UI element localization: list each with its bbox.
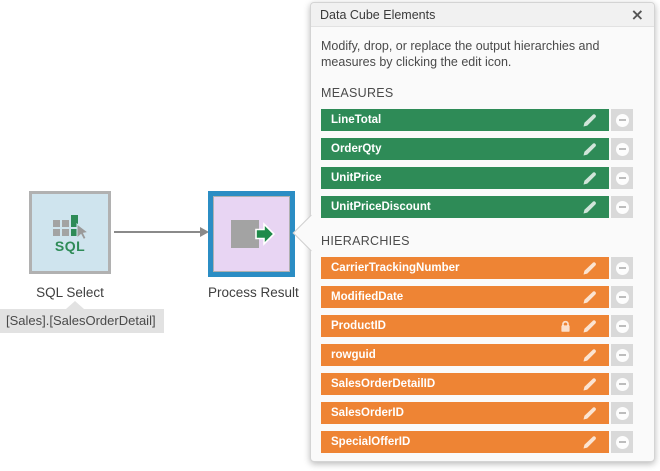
remove-button[interactable] bbox=[611, 286, 633, 308]
element-label: UnitPrice bbox=[331, 172, 382, 184]
sql-node-tooltip: [Sales].[SalesOrderDetail] bbox=[0, 301, 164, 333]
element-label: SalesOrderDetailID bbox=[331, 378, 436, 390]
measures-section-header: MEASURES bbox=[321, 86, 394, 100]
element-bar[interactable]: LineTotal bbox=[321, 109, 609, 131]
element-label: UnitPriceDiscount bbox=[331, 201, 431, 213]
minus-icon bbox=[615, 261, 629, 275]
remove-button[interactable] bbox=[611, 373, 633, 395]
element-bar[interactable]: SalesOrderID bbox=[321, 402, 609, 424]
remove-button[interactable] bbox=[611, 431, 633, 453]
minus-icon bbox=[615, 348, 629, 362]
edit-icon[interactable] bbox=[582, 377, 597, 392]
minus-icon bbox=[615, 142, 629, 156]
data-cube-elements-panel: Data Cube Elements × Modify, drop, or re… bbox=[292, 2, 655, 462]
element-label: SalesOrderID bbox=[331, 407, 404, 419]
element-row: SalesOrderID bbox=[321, 402, 633, 424]
edit-icon[interactable] bbox=[582, 435, 597, 450]
remove-button[interactable] bbox=[611, 344, 633, 366]
minus-icon bbox=[615, 171, 629, 185]
element-label: CarrierTrackingNumber bbox=[331, 262, 460, 274]
remove-button[interactable] bbox=[611, 257, 633, 279]
edit-icon[interactable] bbox=[582, 142, 597, 157]
edit-icon[interactable] bbox=[582, 171, 597, 186]
remove-button[interactable] bbox=[611, 196, 633, 218]
node-label-sql-select: SQL Select bbox=[36, 285, 104, 300]
element-row: rowguid bbox=[321, 344, 633, 366]
close-icon[interactable]: × bbox=[630, 4, 644, 24]
sql-table-icon: SQL bbox=[49, 212, 91, 254]
remove-button[interactable] bbox=[611, 138, 633, 160]
edit-icon[interactable] bbox=[582, 290, 597, 305]
element-bar[interactable]: CarrierTrackingNumber bbox=[321, 257, 609, 279]
minus-icon bbox=[615, 377, 629, 391]
edit-icon[interactable] bbox=[582, 261, 597, 276]
sql-icon-label: SQL bbox=[54, 237, 86, 254]
minus-icon bbox=[615, 200, 629, 214]
remove-button[interactable] bbox=[611, 167, 633, 189]
element-bar[interactable]: ModifiedDate bbox=[321, 286, 609, 308]
measures-list: LineTotal OrderQty bbox=[321, 109, 633, 218]
element-bar[interactable]: SpecialOfferID bbox=[321, 431, 609, 453]
remove-button[interactable] bbox=[611, 109, 633, 131]
element-label: SpecialOfferID bbox=[331, 436, 411, 448]
edit-icon[interactable] bbox=[582, 113, 597, 128]
minus-icon bbox=[615, 406, 629, 420]
element-row: UnitPriceDiscount bbox=[321, 196, 633, 218]
process-result-icon bbox=[230, 220, 275, 248]
element-row: LineTotal bbox=[321, 109, 633, 131]
element-row: SalesOrderDetailID bbox=[321, 373, 633, 395]
minus-icon bbox=[615, 113, 629, 127]
panel-title: Data Cube Elements bbox=[320, 7, 436, 22]
element-row: SpecialOfferID bbox=[321, 431, 633, 453]
element-bar[interactable]: SalesOrderDetailID bbox=[321, 373, 609, 395]
lock-icon bbox=[559, 319, 572, 333]
element-row: UnitPrice bbox=[321, 167, 633, 189]
node-process-result[interactable] bbox=[208, 191, 295, 277]
element-label: ModifiedDate bbox=[331, 291, 404, 303]
element-bar[interactable]: OrderQty bbox=[321, 138, 609, 160]
element-row: OrderQty bbox=[321, 138, 633, 160]
element-bar[interactable]: UnitPriceDiscount bbox=[321, 196, 609, 218]
hierarchies-list: CarrierTrackingNumber ModifiedDate bbox=[321, 257, 633, 453]
node-label-process-result: Process Result bbox=[208, 285, 299, 300]
connector-arrowhead-icon bbox=[200, 227, 209, 237]
element-label: LineTotal bbox=[331, 114, 382, 126]
hierarchies-section-header: HIERARCHIES bbox=[321, 234, 410, 248]
element-label: rowguid bbox=[331, 349, 376, 361]
minus-icon bbox=[615, 319, 629, 333]
connector-line[interactable] bbox=[114, 231, 201, 233]
remove-button[interactable] bbox=[611, 402, 633, 424]
panel-description: Modify, drop, or replace the output hier… bbox=[321, 39, 600, 69]
element-bar[interactable]: UnitPrice bbox=[321, 167, 609, 189]
edit-icon[interactable] bbox=[582, 200, 597, 215]
element-row: CarrierTrackingNumber bbox=[321, 257, 633, 279]
edit-icon[interactable] bbox=[582, 348, 597, 363]
edit-icon[interactable] bbox=[582, 406, 597, 421]
minus-icon bbox=[615, 290, 629, 304]
element-label: ProductID bbox=[331, 320, 386, 332]
node-sql-select[interactable]: SQL bbox=[29, 191, 111, 274]
element-row: ProductID bbox=[321, 315, 633, 337]
edit-icon[interactable] bbox=[582, 319, 597, 334]
remove-button[interactable] bbox=[611, 315, 633, 337]
element-bar[interactable]: ProductID bbox=[321, 315, 609, 337]
element-label: OrderQty bbox=[331, 143, 382, 155]
minus-icon bbox=[615, 435, 629, 449]
panel-header: Data Cube Elements × bbox=[311, 3, 654, 27]
element-row: ModifiedDate bbox=[321, 286, 633, 308]
element-bar[interactable]: rowguid bbox=[321, 344, 609, 366]
